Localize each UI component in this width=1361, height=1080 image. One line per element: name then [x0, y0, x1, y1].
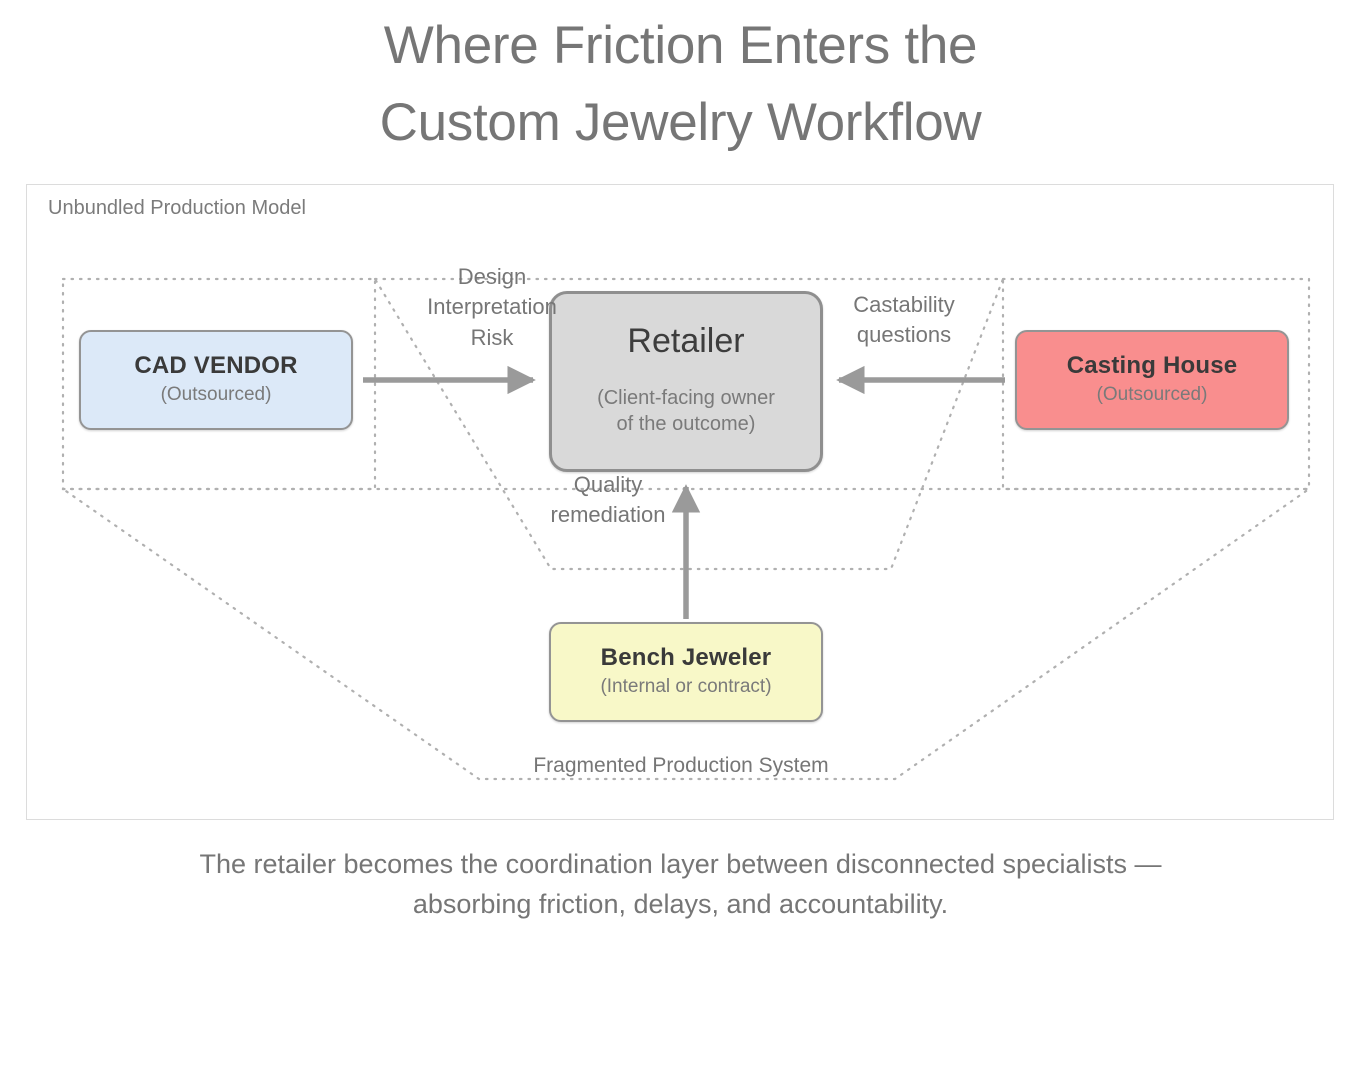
- diagram-caption-line-1: The retailer becomes the coordination la…: [199, 849, 1162, 879]
- diagram-caption-line-2: absorbing friction, delays, and accounta…: [412, 888, 949, 919]
- node-bench-jeweler[interactable]: Bench Jeweler (Internal or contract): [549, 622, 823, 722]
- node-cad-vendor-title: CAD VENDOR: [134, 352, 298, 380]
- node-retailer-title: Retailer: [627, 322, 745, 360]
- node-casting-house-title: Casting House: [1066, 352, 1238, 380]
- edge-label-design-interpretation-risk: Design Interpretation Risk: [427, 264, 557, 350]
- node-retailer-subtitle: (Client-facing owner of the outcome): [597, 385, 775, 437]
- diagram-caption: The retailer becomes the coordination la…: [0, 845, 1361, 925]
- node-casting-house-subtitle: (Outsourced): [1096, 384, 1208, 406]
- diagram-frame: Unbundled Production Model CAD VENDOR (O…: [26, 184, 1334, 820]
- region-label-fragmented-production-system: Fragmented Production System: [533, 754, 829, 777]
- page-title-line-2: Custom Jewelry Workflow: [379, 92, 982, 152]
- node-bench-jeweler-title: Bench Jeweler: [600, 644, 772, 672]
- node-cad-vendor[interactable]: CAD VENDOR (Outsourced): [79, 330, 353, 430]
- node-retailer-subtitle-line-2: of the outcome): [616, 413, 756, 435]
- edge-label-quality-remediation: Quality remediation: [550, 472, 666, 528]
- node-bench-jeweler-subtitle: (Internal or contract): [600, 676, 772, 698]
- node-casting-house[interactable]: Casting House (Outsourced): [1015, 330, 1289, 430]
- diagram-frame-label: Unbundled Production Model: [48, 197, 306, 219]
- node-retailer-subtitle-line-1: (Client-facing owner: [597, 387, 775, 409]
- page-title: Where Friction Enters the Custom Jewelry…: [0, 0, 1361, 162]
- edge-label-castability-questions: Castability questions: [853, 292, 955, 348]
- node-retailer[interactable]: Retailer (Client-facing owner of the out…: [549, 291, 823, 472]
- node-cad-vendor-subtitle: (Outsourced): [160, 384, 272, 406]
- page-title-line-1: Where Friction Enters the: [383, 16, 978, 75]
